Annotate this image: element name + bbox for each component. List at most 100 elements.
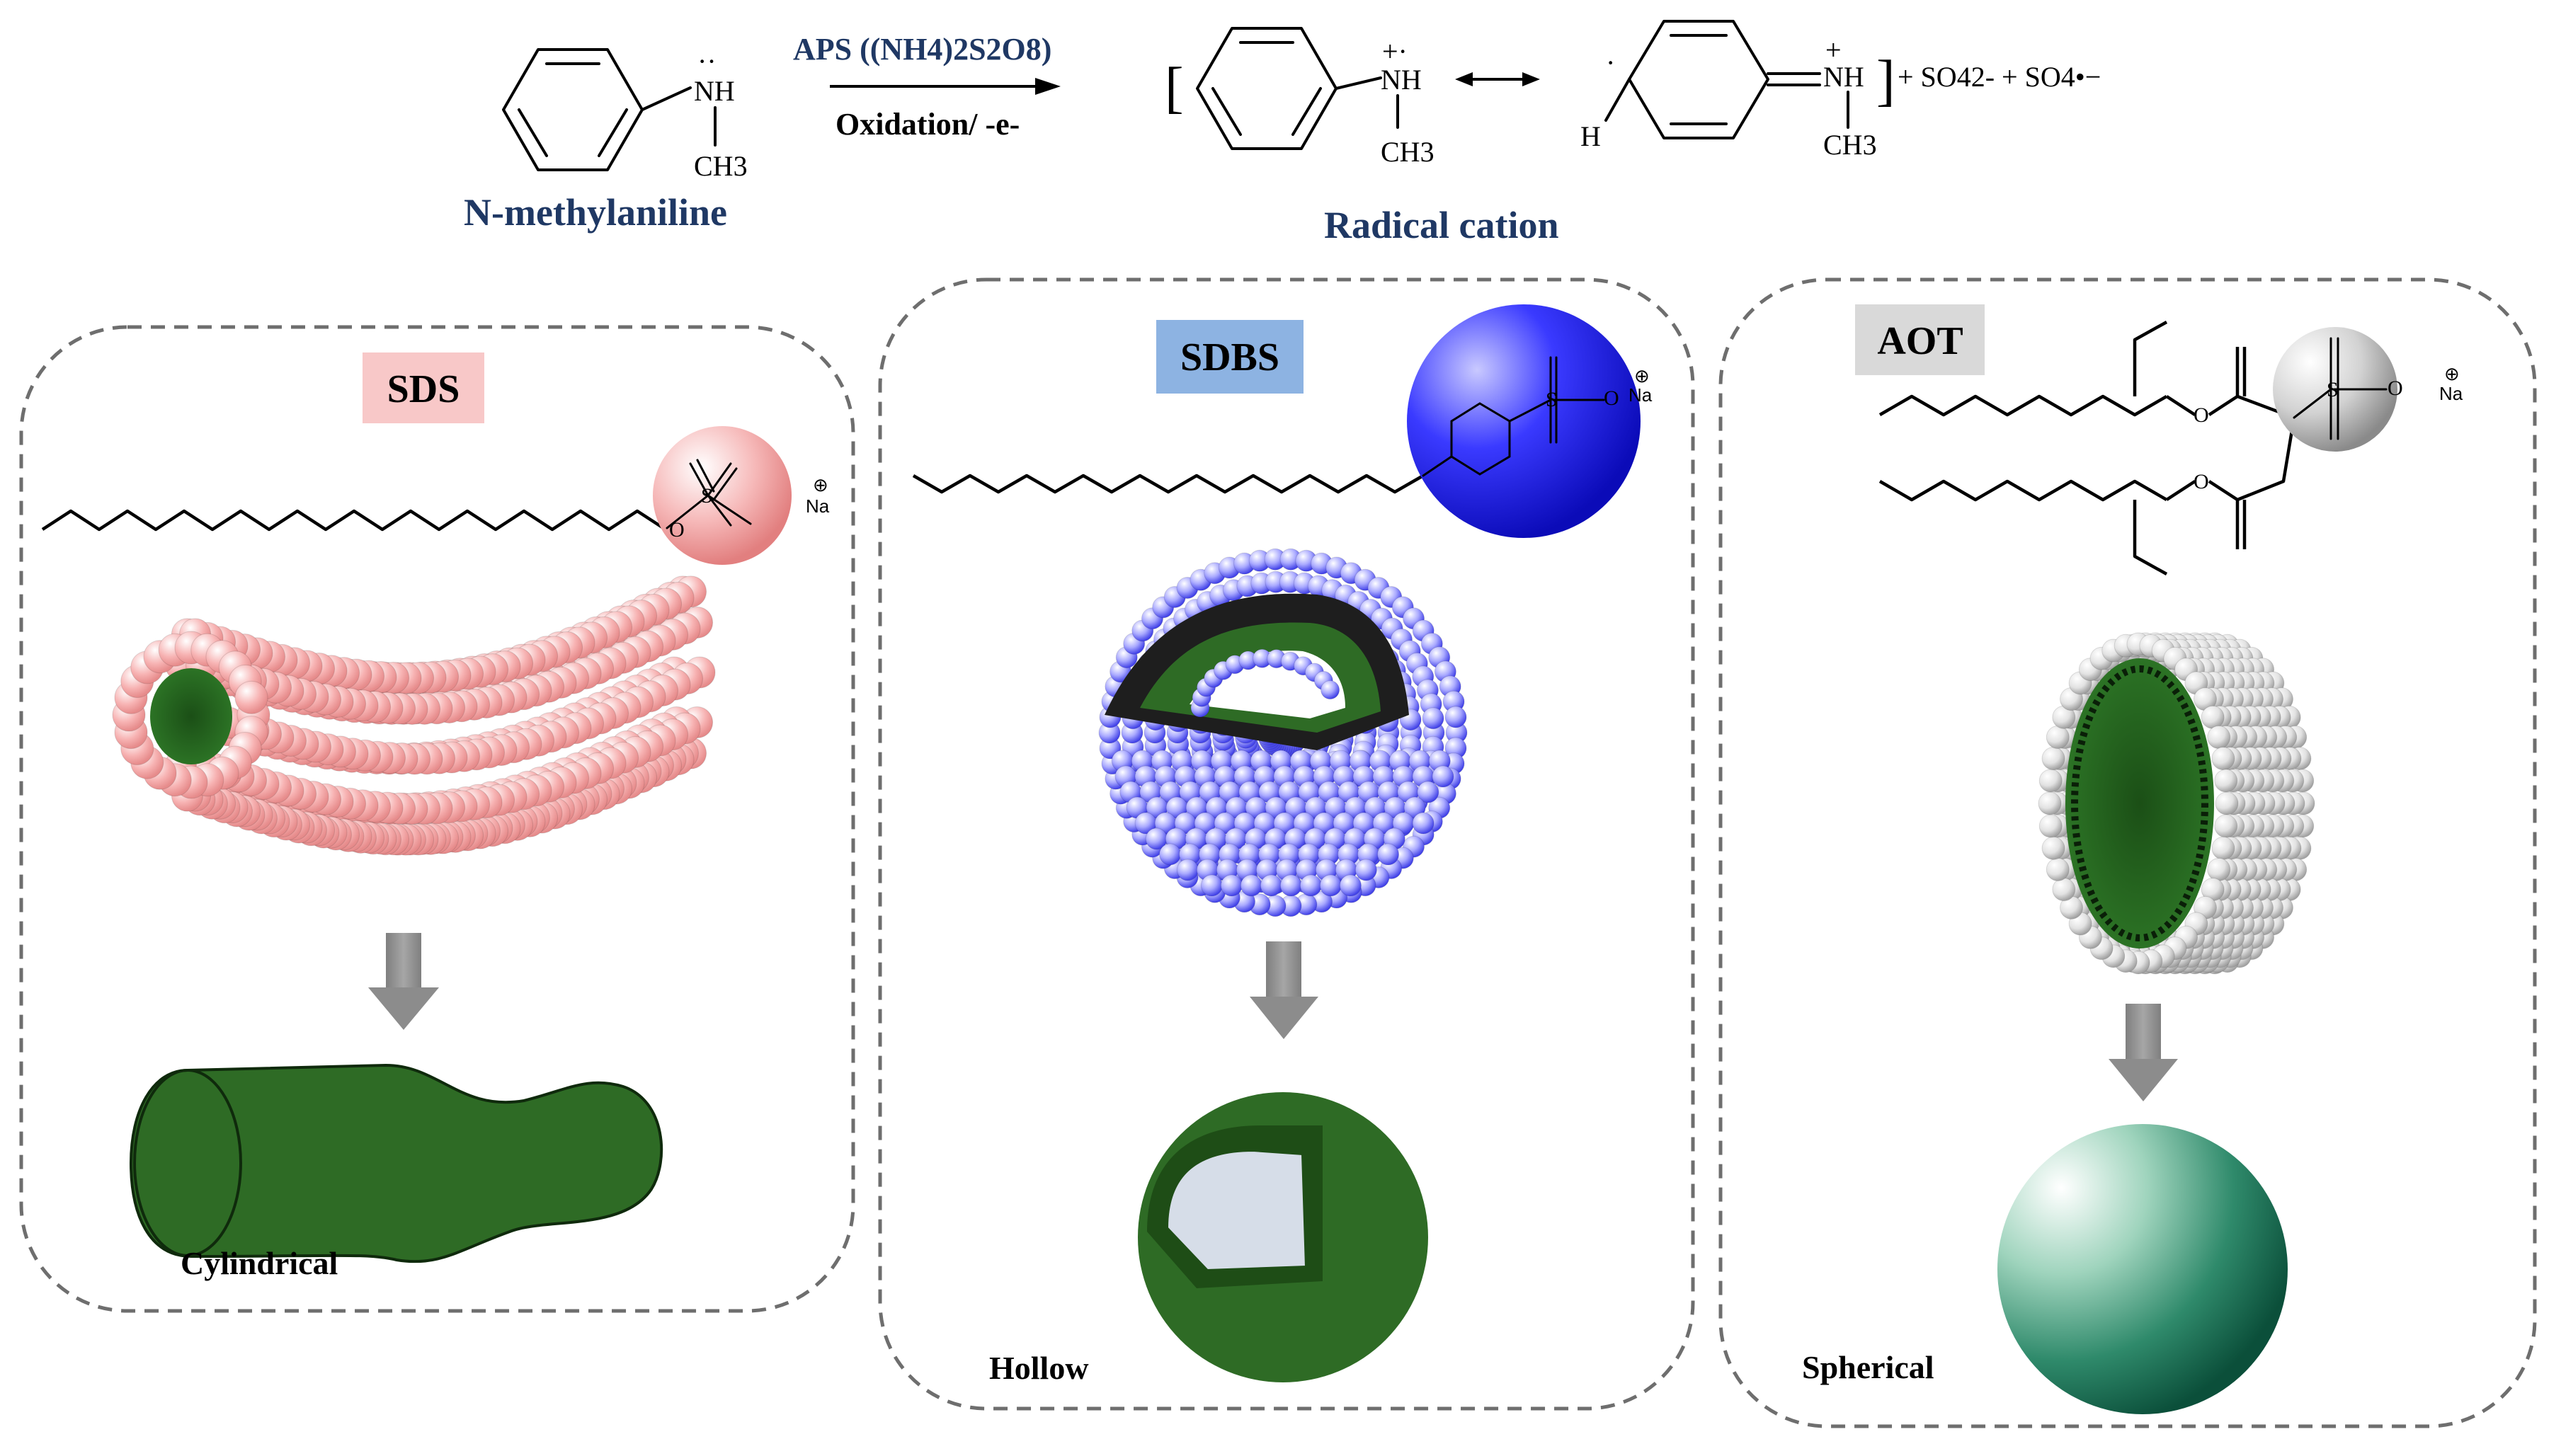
vesicle-sphere xyxy=(1412,812,1434,835)
sds-down-arrow xyxy=(368,933,439,1030)
aot-na-label: Na xyxy=(2439,383,2463,404)
reactant-nh-label: NH xyxy=(694,75,735,107)
product-name: Radical cation xyxy=(1324,204,1559,246)
micelle-sphere xyxy=(2214,769,2238,793)
sds-cylindrical-product xyxy=(129,1063,663,1263)
vesicle-sphere xyxy=(1220,874,1243,897)
aot-spherical-product xyxy=(1997,1124,2288,1414)
micelle-sphere xyxy=(2038,769,2063,793)
micelle-sphere xyxy=(2215,791,2239,815)
vesicle-sphere xyxy=(1240,874,1262,897)
sdbs-s-atom: S xyxy=(1546,388,1558,411)
quinoid-h-label: H xyxy=(1580,120,1601,152)
quinoid-radical-dot: · xyxy=(1606,47,1615,79)
vesicle-sphere xyxy=(1299,874,1322,897)
vesicle-sphere xyxy=(1339,874,1362,897)
panel-sds-frame xyxy=(19,325,855,1313)
vesicle-sphere xyxy=(1422,707,1444,730)
reagent-line: APS ((NH4)2S2O8) xyxy=(793,32,1051,67)
aot-molecule: O O xyxy=(1878,321,2296,575)
byproducts: + SO42- + SO4•− xyxy=(1898,61,2101,93)
vesicle-sphere xyxy=(1279,874,1302,897)
micelle-sphere xyxy=(2038,814,2063,838)
quinoid-ring xyxy=(1604,20,1849,139)
sdbs-alkyl-chain xyxy=(912,474,1425,494)
micelle-sphere xyxy=(2038,791,2062,815)
aot-badge xyxy=(1855,304,1985,375)
reactant-name: N-methylaniline xyxy=(464,191,727,234)
micelle-sphere xyxy=(2046,857,2070,881)
reactant-ch3-label: CH3 xyxy=(694,150,748,182)
sdbs-o-atom: O xyxy=(1604,386,1619,410)
sdbs-down-arrow xyxy=(1250,941,1318,1039)
micelle-sphere xyxy=(2214,814,2238,838)
sds-o-atom: O xyxy=(669,518,685,541)
sdbs-benzenesulfonate: S O xyxy=(1422,356,1619,477)
quinoid-ch3-label: CH3 xyxy=(1823,129,1877,161)
aot-morphology-label: Spherical xyxy=(1802,1349,1934,1385)
aot-o-atom-1: O xyxy=(2194,403,2209,427)
vesicle-sphere xyxy=(1417,781,1439,803)
product-radical-plus: +· xyxy=(1382,35,1408,67)
aot-o-atom-2: O xyxy=(2194,470,2209,493)
aot-down-arrow xyxy=(2109,1004,2178,1101)
micelle-sphere xyxy=(2211,747,2235,771)
sdbs-badge xyxy=(1156,320,1304,394)
reactant-benzene-ring xyxy=(502,48,717,171)
quinoid-nh-label: NH xyxy=(1823,61,1864,93)
micelle-sphere xyxy=(2201,705,2225,729)
sds-morphology-label: Cylindrical xyxy=(181,1245,338,1281)
micelle-sphere xyxy=(2046,726,2070,750)
aot-na-charge: ⊕ xyxy=(2444,363,2460,384)
sdbs-na-label: Na xyxy=(1629,384,1653,406)
sds-na-charge: ⊕ xyxy=(813,474,828,495)
aot-o-atom-3: O xyxy=(2388,377,2403,400)
vesicle-inner-sphere xyxy=(1321,680,1340,700)
sdbs-badge-label: SDBS xyxy=(1180,336,1279,379)
micelle-sphere xyxy=(2052,878,2076,902)
micelle-sphere xyxy=(2041,836,2065,860)
reaction-scheme: NH ·· CH3 N-methylaniline APS ((NH4)2S2O… xyxy=(464,20,2101,246)
vesicle-sphere xyxy=(1176,859,1199,881)
vesicle-sphere xyxy=(1377,843,1400,866)
sds-na-label: Na xyxy=(806,495,830,517)
aot-sulfonate: S O xyxy=(2293,337,2403,440)
vesicle-sphere xyxy=(1319,874,1342,897)
left-bracket: [ xyxy=(1165,57,1184,119)
micelle-sphere xyxy=(2207,726,2231,750)
micelle-polymer-core xyxy=(2065,658,2214,948)
quinoid-plus: + xyxy=(1825,34,1842,66)
right-bracket: ] xyxy=(1876,50,1895,112)
sds-s-atom: S xyxy=(701,484,713,508)
reaction-arrowhead xyxy=(1035,78,1061,95)
aot-badge-label: AOT xyxy=(1877,319,1963,363)
sdbs-hollow-product xyxy=(1138,1092,1428,1382)
micelle-sphere xyxy=(2041,747,2065,771)
micelle-polymer-core xyxy=(150,668,232,764)
sds-cylindrical-micelle xyxy=(112,575,716,856)
vesicle-sphere xyxy=(1260,874,1282,897)
panel-aot: AOT O O S O xyxy=(1718,277,2537,1428)
product-nh-label: NH xyxy=(1381,64,1422,96)
panel-sdbs-frame xyxy=(878,277,1695,1411)
condition-line: Oxidation/ -e- xyxy=(835,107,1020,142)
panel-sds: SDS S O Na ⊕ Cylindrical xyxy=(19,325,855,1313)
aot-reverse-micelle xyxy=(2038,632,2315,975)
sds-alkyl-chain xyxy=(41,509,667,532)
aot-s-atom: S xyxy=(2327,378,2339,401)
sds-sulfate: S O xyxy=(666,459,752,541)
vesicle-sphere xyxy=(1354,859,1377,881)
sdbs-head-group xyxy=(1407,304,1641,538)
micelle-surfactant-tails xyxy=(2071,665,2208,941)
micelle-sphere xyxy=(234,680,268,714)
vesicle-sphere xyxy=(1200,874,1223,897)
product-benzene-ring xyxy=(1196,27,1399,150)
micelle-sphere xyxy=(2211,836,2235,860)
vesicle-sphere xyxy=(1432,765,1454,788)
product-ch3-label: CH3 xyxy=(1381,136,1434,168)
micelle-sphere xyxy=(2207,857,2231,881)
sds-head-group xyxy=(653,426,792,565)
vesicle-sphere xyxy=(1444,706,1467,728)
vesicle-sphere xyxy=(1159,843,1182,866)
